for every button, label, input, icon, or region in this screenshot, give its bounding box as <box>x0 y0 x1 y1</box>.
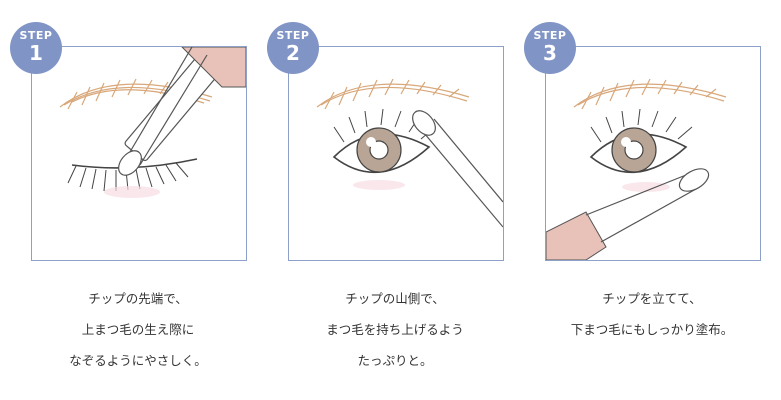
step-description-line: たっぷりと。 <box>357 353 433 368</box>
step-description-line: チップの先端で、 <box>88 291 188 306</box>
lower-lash-application-illustration <box>546 78 727 260</box>
closed-eye-application-illustration <box>59 47 246 198</box>
step-3: STEP 3 <box>524 0 781 400</box>
step-badge-number: 2 <box>286 41 300 65</box>
step-1: STEP 1 <box>10 0 271 400</box>
step-description-line: 下まつ毛にもしっかり塗布。 <box>570 322 734 337</box>
step-description-line: 上まつ毛の生え際に <box>81 322 195 337</box>
step-badge-label: STEP <box>276 29 310 42</box>
step-description-line: チップを立てて、 <box>602 291 702 306</box>
step-description: チップの先端で、 上まつ毛の生え際に なぞるようにやさしく。 <box>11 283 265 376</box>
step-description-line: チップの山側で、 <box>345 291 445 306</box>
step-2: STEP 2 チップの山側で <box>267 0 528 400</box>
step-badge: STEP 1 <box>10 22 62 74</box>
step-badge-number: 3 <box>543 41 557 65</box>
step-description-line: まつ毛を持ち上げるよう <box>326 322 464 337</box>
step-illustration <box>545 46 761 261</box>
open-eye-lift-illustration <box>316 78 503 228</box>
step-description-line: なぞるようにやさしく。 <box>69 353 207 368</box>
step-illustration <box>31 46 247 261</box>
step-badge-label: STEP <box>533 29 567 42</box>
step-illustration <box>288 46 504 261</box>
step-description: チップの山側で、 まつ毛を持ち上げるよう たっぷりと。 <box>268 283 522 376</box>
step-badge-label: STEP <box>19 29 53 42</box>
step-badge: STEP 3 <box>524 22 576 74</box>
step-description: チップを立てて、 下まつ毛にもしっかり塗布。 <box>525 283 779 345</box>
step-badge: STEP 2 <box>267 22 319 74</box>
step-badge-number: 1 <box>29 41 43 65</box>
